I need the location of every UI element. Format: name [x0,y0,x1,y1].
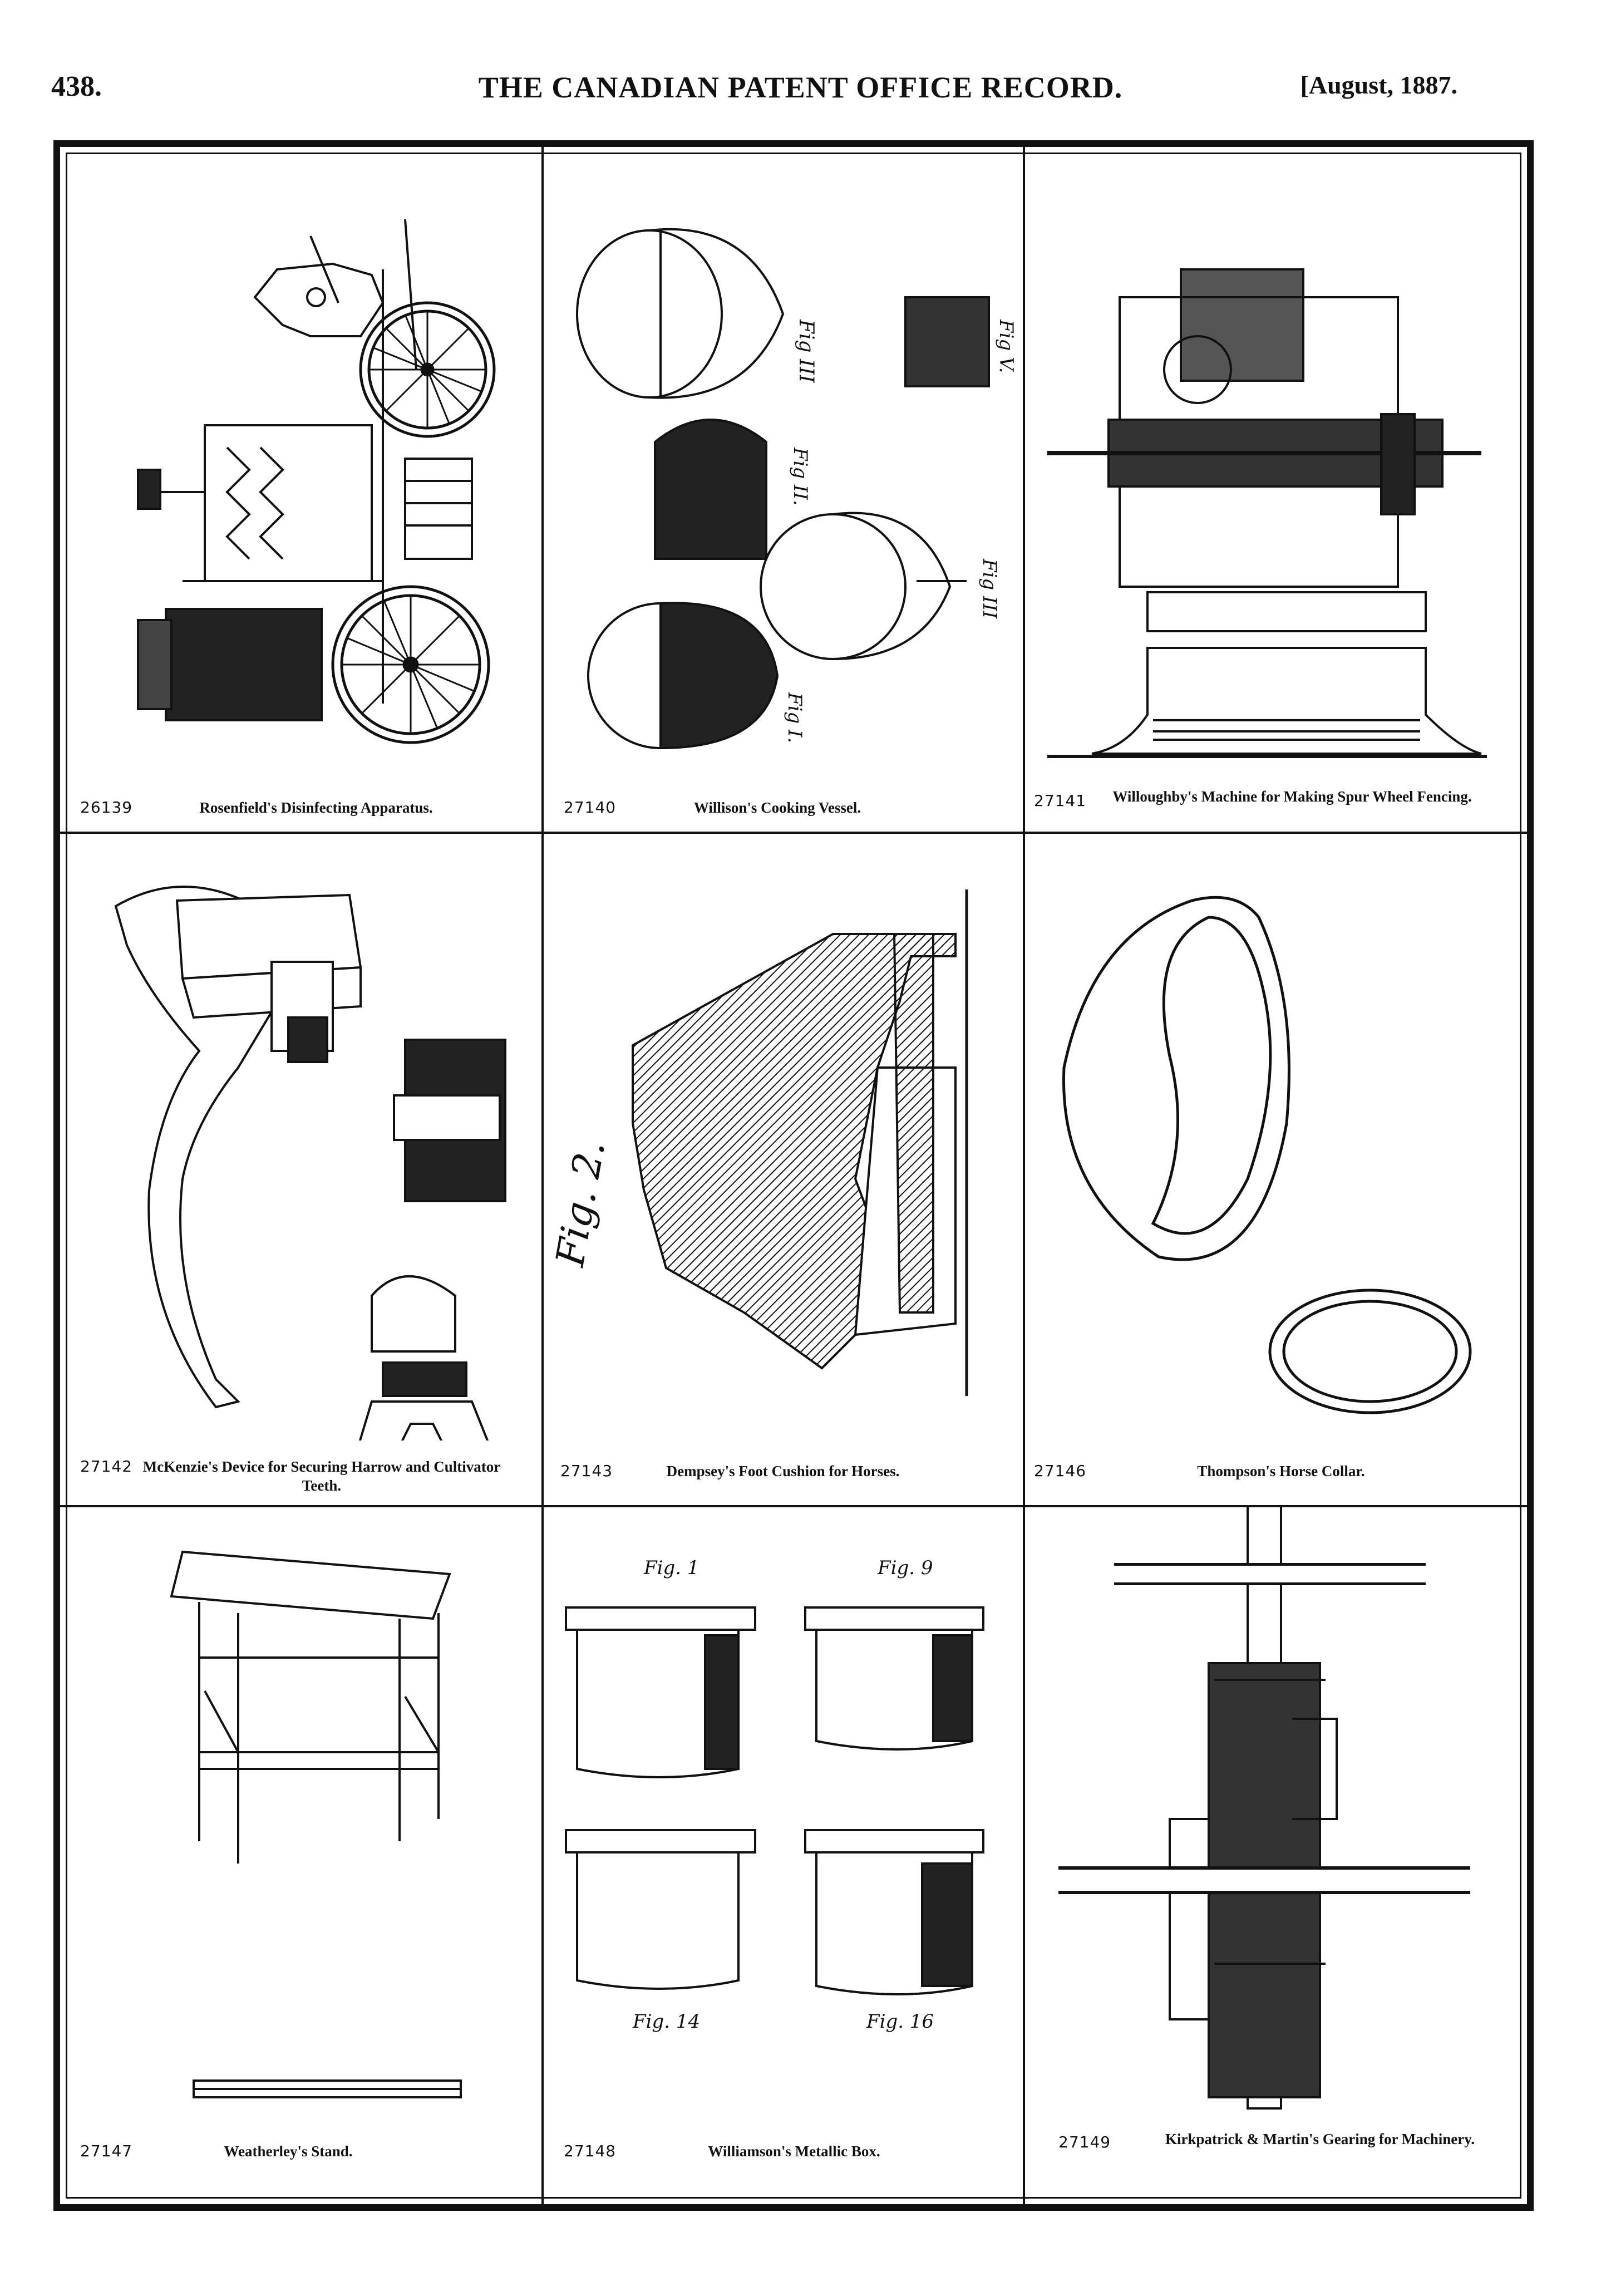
patent-number: 27148 [564,2142,617,2160]
patent-number: 26139 [80,798,133,817]
column-divider [541,147,544,2204]
page-number: 438. [51,71,102,102]
cooking-vessel-drawing: Fig III Fig V. Fig II. Fig III Fig I. [576,228,1017,750]
figure-title: McKenzie's Device for Securing Harrow an… [142,1458,501,1494]
page-header: 438. THE CANADIAN PATENT OFFICE RECORD. … [0,70,1601,115]
patent-number: 27149 [1058,2133,1111,2151]
patent-number: 27142 [80,1457,133,1476]
figure-label: Fig. 16 [866,2010,934,2033]
figure-label: Fig III [978,558,1001,619]
figure-title: Rosenfield's Disinfecting Apparatus. [199,799,433,816]
horse-collar-drawing [1062,896,1472,1414]
metallic-box-drawing: Fig. 1 Fig. 9 Fig. 14 Fig. 16 [565,1557,984,2033]
figure-title: Dempsey's Foot Cushion for Horses. [666,1463,900,1479]
figure-label: Fig V. [995,319,1017,373]
figure-label: Fig. 2. [547,1137,614,1271]
gearing-drawing [1058,1507,1470,2110]
figure-title: Kirkpatrick & Martin's Gearing for Machi… [1165,2131,1475,2147]
spur-wheel-fencing-machine-drawing [1047,268,1487,758]
figure-label: Fig. 1 [643,1557,699,1579]
figure-title: Willoughby's Machine for Making Spur Whe… [1112,788,1472,805]
patent-number: 27140 [564,798,617,817]
harrow-tooth-device-drawing [114,886,506,1440]
plate-inner-border [66,153,1521,2199]
patent-number: 27141 [1034,791,1087,810]
figure-title: Thompson's Horse Collar. [1197,1463,1365,1479]
figure-cell-26139: 26139 Rosenfield's Disinfecting Apparatu… [71,158,541,832]
figure-plate-frame: 26139 Rosenfield's Disinfecting Apparatu… [53,140,1534,2211]
patent-number: 27143 [560,1462,613,1480]
column-divider [1023,147,1025,2204]
figure-title: Weatherley's Stand. [224,2143,353,2160]
figure-cell-27140: Fig III Fig V. Fig II. Fig III Fig I. 27… [544,158,1023,832]
figure-cell-27141: 27141 Willoughby's Machine for Making Sp… [1025,158,1507,832]
row-divider [60,832,1527,834]
row-divider [60,1505,1527,1507]
figure-title: Willison's Cooking Vessel. [693,799,861,816]
foot-cushion-drawing: Fig. 2. [547,889,968,1396]
figure-label: Fig I. [784,692,806,743]
disinfecting-apparatus-drawing [137,219,496,744]
patent-number: 27147 [80,2142,133,2160]
patent-number: 27146 [1034,1462,1087,1480]
journal-title: THE CANADIAN PATENT OFFICE RECORD. [478,71,1123,104]
figure-label: Fig III [795,319,817,383]
figure-grid: 26139 Rosenfield's Disinfecting Apparatu… [60,147,1527,2204]
issue-date: [August, 1887. [1300,71,1457,99]
figure-cell-27146: 27146 Thompson's Horse Collar. [1025,834,1507,1505]
figure-label: Fig II. [789,447,811,506]
figure-cell-27148: Fig. 1 Fig. 9 Fig. 14 Fig. 16 27148 Will… [544,1507,1023,2192]
stand-drawing [170,1550,462,2098]
figure-cell-27142: 27142 McKenzie's Device for Securing Har… [71,834,541,1505]
figure-label: Fig. 9 [877,1557,933,1579]
figure-cell-27143: Fig. 2. 27143 Dempsey's Foot Cushion for… [544,834,1023,1505]
figure-label: Fig. 14 [632,2010,700,2033]
figure-title: Williamson's Metallic Box. [708,2143,880,2160]
figure-cell-27147: 27147 Weatherley's Stand. [71,1507,541,2192]
figure-cell-27149: 27149 Kirkpatrick & Martin's Gearing for… [1025,1507,1507,2192]
